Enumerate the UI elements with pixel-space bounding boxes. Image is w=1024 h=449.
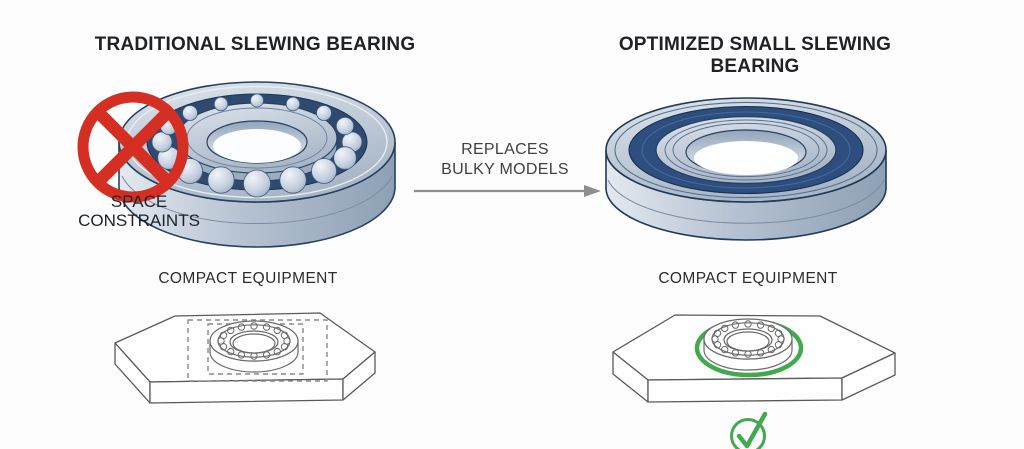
right-plate-illustration — [612, 314, 896, 403]
prohibition-x-circle-icon — [77, 91, 189, 203]
right-arrow-icon — [414, 185, 601, 197]
space-constraints-label: SPACE CONSTRAINTS — [59, 192, 219, 230]
space-constraints-line2: CONSTRAINTS — [78, 211, 200, 230]
left-equipment-label: COMPACT EQUIPMENT — [158, 270, 338, 287]
bearing-balls — [151, 93, 363, 198]
transition-line2: BULKY MODELS — [441, 161, 569, 178]
small-bearing-sketch — [209, 320, 299, 373]
right-equipment-label: COMPACT EQUIPMENT — [658, 270, 838, 287]
left-title: TRADITIONAL SLEWING BEARING — [94, 34, 416, 55]
left-plate-illustration — [114, 312, 376, 404]
transition-line1: REPLACES — [461, 141, 549, 158]
check-circle-icon — [730, 411, 768, 449]
transition-label: REPLACES BULKY MODELS — [420, 140, 590, 180]
space-constraints-line1: SPACE — [110, 192, 168, 211]
right-title: OPTIMIZED SMALL SLEWING BEARING — [618, 34, 892, 77]
small-bearing-sketch — [703, 318, 793, 371]
traditional-bearing-illustration — [77, 81, 396, 248]
optimized-bearing-illustration — [605, 97, 887, 241]
